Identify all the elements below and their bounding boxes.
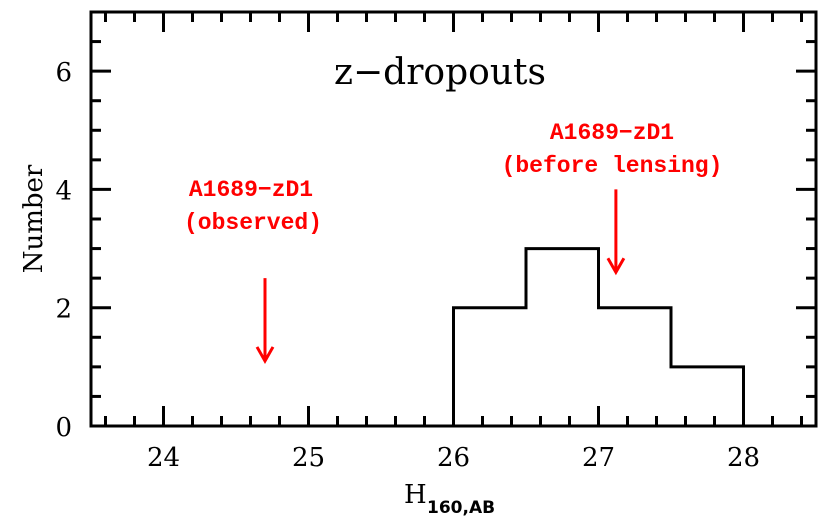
- x-tick-label: 28: [727, 443, 760, 473]
- y-tick-labels: 0 2 4 6: [55, 58, 72, 443]
- x-tick-label: 27: [582, 443, 615, 473]
- x-tick-label: 26: [437, 443, 470, 473]
- chart-title: z−dropouts: [334, 52, 546, 93]
- y-axis-label: Number: [19, 164, 49, 273]
- histogram-step-line: [452, 247, 745, 426]
- annotation-observed-line2: (observed): [184, 210, 322, 236]
- annotation-before-lensing-line2: (before lensing): [502, 153, 723, 179]
- y-tick-label: 0: [55, 413, 72, 443]
- annotations: A1689−zD1 (observed) A1689−zD1 (before l…: [184, 120, 723, 364]
- x-axis-label-main: H: [404, 480, 427, 510]
- y-tick-label: 2: [55, 295, 72, 325]
- x-axis-label: H 160,AB: [404, 480, 495, 518]
- down-arrow-icon: [255, 278, 275, 364]
- y-tick-label: 6: [55, 58, 72, 88]
- x-tick-label: 24: [147, 443, 180, 473]
- x-tick-label: 25: [292, 443, 325, 473]
- annotation-before-lensing-line1: A1689−zD1: [550, 120, 674, 146]
- x-tick-labels: 24 25 26 27 28: [147, 443, 760, 473]
- x-axis-label-subscript: 160,AB: [427, 498, 495, 518]
- annotation-observed-line1: A1689−zD1: [189, 177, 313, 203]
- down-arrow-icon: [606, 189, 626, 276]
- y-tick-label: 4: [55, 176, 72, 206]
- annotation-observed: A1689−zD1 (observed): [184, 177, 322, 364]
- annotation-before-lensing: A1689−zD1 (before lensing): [502, 120, 723, 276]
